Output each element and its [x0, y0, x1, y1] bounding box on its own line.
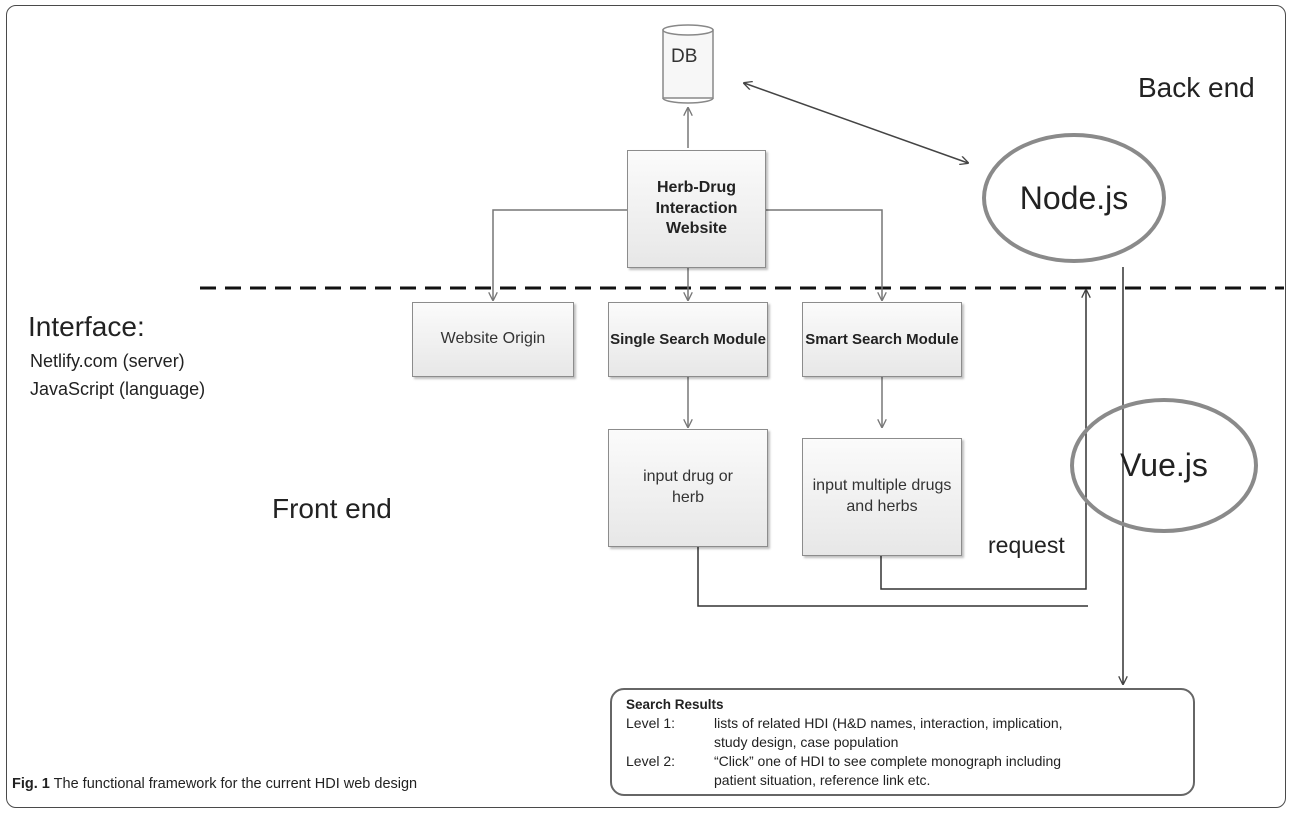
db-label: DB [671, 46, 698, 67]
level2-continuation: patient situation, reference link etc. [714, 771, 931, 788]
vuejs-node: Vue.js [1070, 398, 1258, 533]
single-search-node: Single Search Module [608, 302, 768, 377]
caption-text: The functional framework for the current… [53, 776, 418, 792]
interface-language: JavaScript (language) [30, 379, 206, 399]
website-origin-node: Website Origin [412, 302, 574, 377]
figure-frame [6, 5, 1286, 808]
nodejs-node: Node.js [982, 133, 1166, 263]
hdi-website-node: Herb-Drug Interaction Website [627, 150, 766, 268]
caption-label: Fig. 1 [12, 776, 50, 792]
back-end-label: Back end [1138, 72, 1255, 103]
level2-key: Level 2: [626, 753, 676, 769]
level1-continuation: study design, case population [714, 734, 899, 751]
arrow-db-nodejs [744, 83, 968, 163]
db-cylinder [662, 24, 714, 104]
level2-text: “Click” one of HDI to see complete monog… [714, 753, 1062, 769]
request-label: request [988, 532, 1065, 558]
level1-text: lists of related HDI (H&D names, interac… [714, 715, 1063, 732]
level1-key: Level 1: [626, 715, 676, 732]
front-end-label: Front end [272, 493, 392, 524]
input-single-node: input drug or herb [608, 429, 768, 547]
interface-title: Interface: [28, 311, 145, 342]
figure-caption: Fig. 1 The functional framework for the … [12, 776, 417, 792]
input-multi-node: input multiple drugs and herbs [802, 438, 962, 556]
interface-server: Netlify.com (server) [30, 351, 185, 371]
results-title: Search Results [626, 697, 724, 712]
branch-connectors [493, 209, 882, 427]
smart-search-node: Smart Search Module [802, 302, 962, 377]
search-results-box: Search Results Level 1: lists of related… [610, 688, 1195, 796]
